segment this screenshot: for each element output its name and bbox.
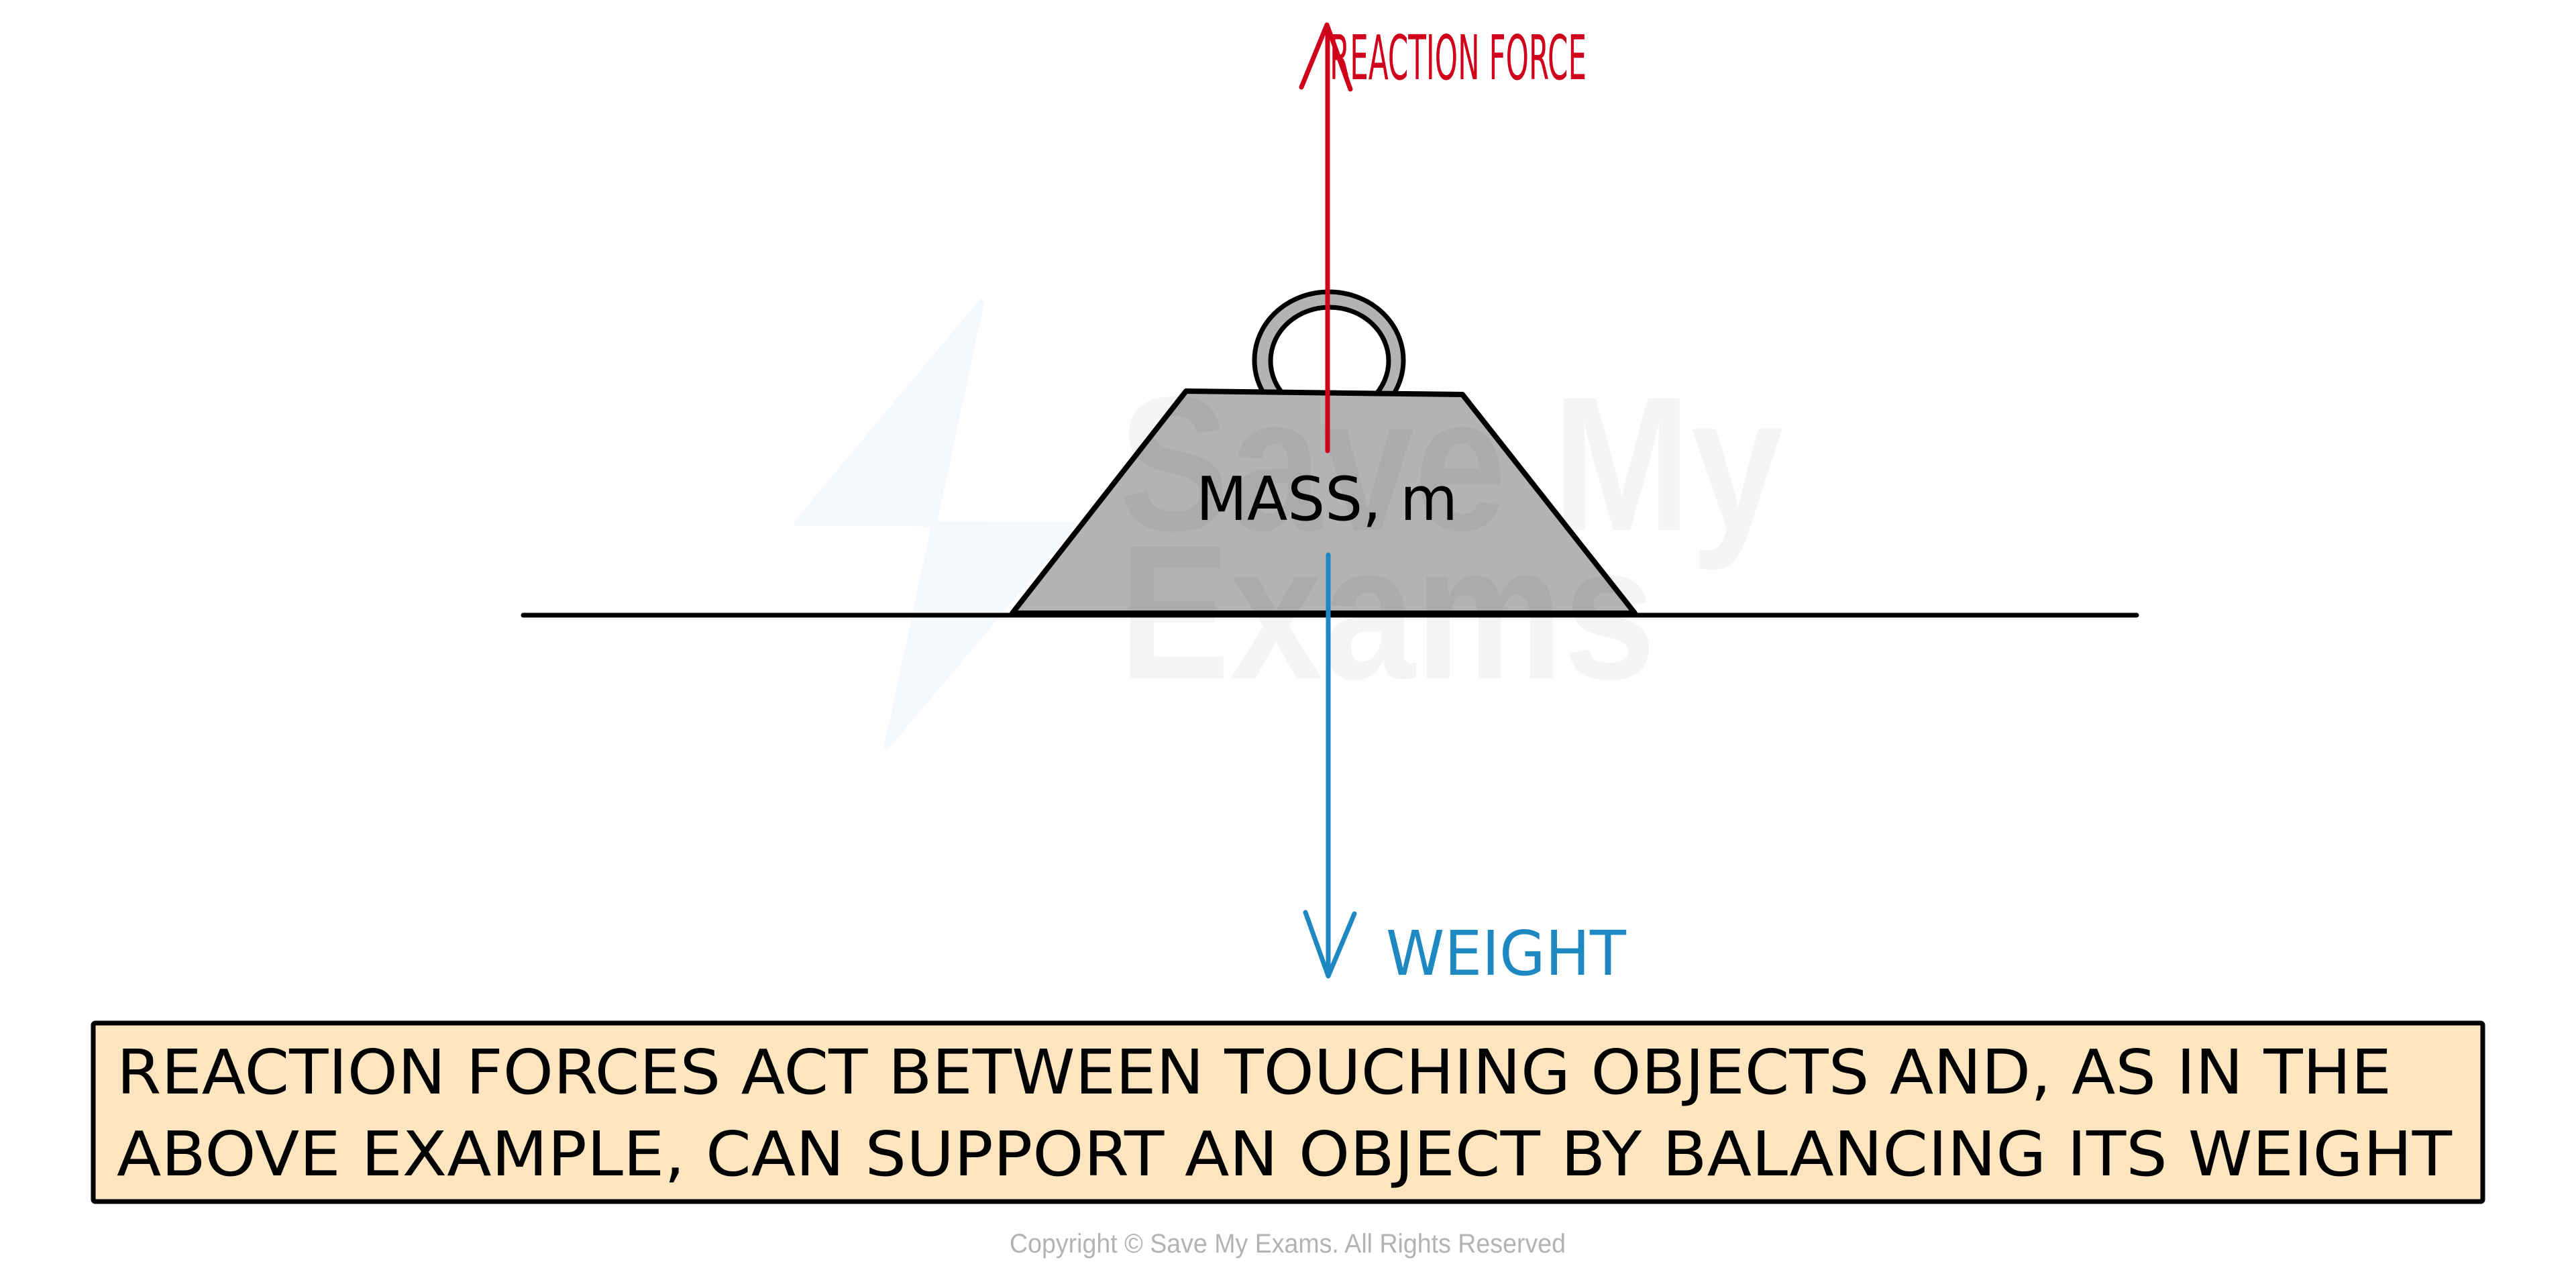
reaction-force-arrow xyxy=(1299,22,1353,454)
arrow-down-icon xyxy=(1303,910,1357,979)
watermark-bolt-icon xyxy=(794,299,1076,749)
reaction-force-label: REACTION FORCE xyxy=(1330,22,1587,94)
copyright-text: Copyright © Save My Exams. All Rights Re… xyxy=(1010,1229,1566,1259)
caption-line-2: ABOVE EXAMPLE, CAN SUPPORT AN OBJECT BY … xyxy=(117,1118,2453,1190)
mass-body xyxy=(1010,388,1638,616)
caption-box xyxy=(91,1020,2485,1204)
watermark-text-line2: Exams xyxy=(1119,506,1656,719)
watermark-text-line1: Save My xyxy=(1119,358,1784,572)
caption-line-1: REACTION FORCES ACT BETWEEN TOUCHING OBJ… xyxy=(117,1036,2392,1108)
arrow-up-icon xyxy=(1299,22,1353,92)
weight-arrow xyxy=(1303,552,1357,979)
mass-label: MASS, m xyxy=(1196,464,1458,535)
weight-label: WEIGHT xyxy=(1386,918,1627,990)
